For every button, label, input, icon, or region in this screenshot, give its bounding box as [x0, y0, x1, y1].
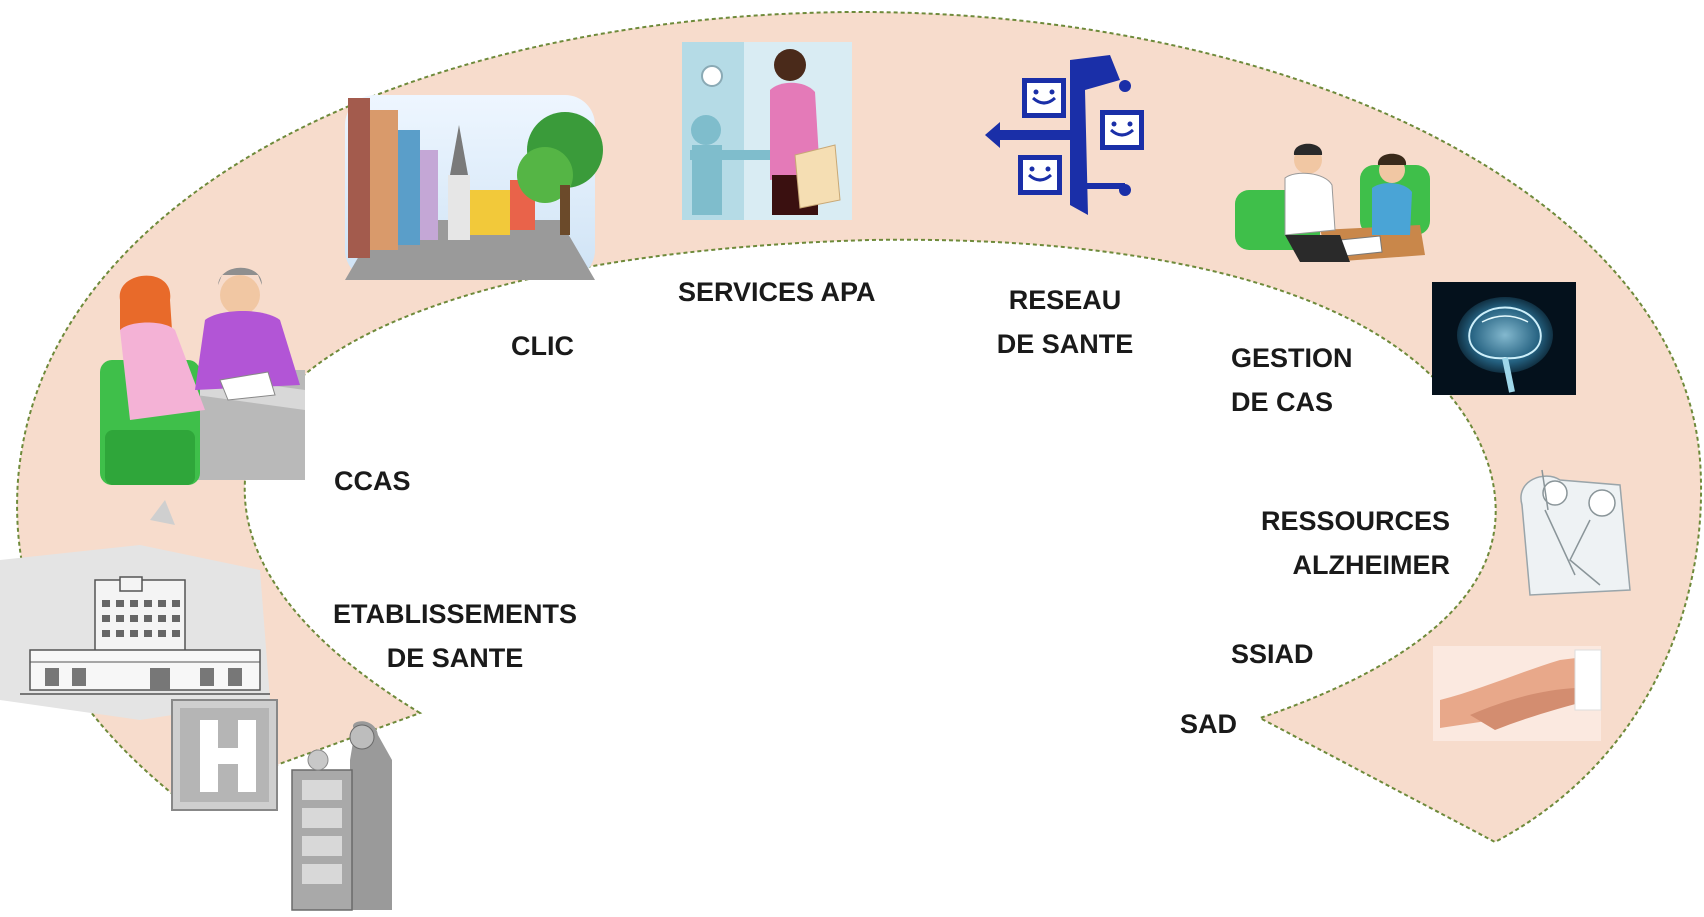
- label-clic-text: CLIC: [511, 331, 574, 361]
- label-etablissements-sante: ETABLISSEMENTS DE SANTE: [315, 592, 595, 680]
- label-gestion-cas-line2: DE CAS: [1231, 387, 1334, 417]
- consultation-icon: [100, 267, 305, 485]
- town-square-icon: [345, 95, 603, 280]
- label-etablissements-sante-line2: DE SANTE: [386, 643, 524, 673]
- network-icon: [985, 55, 1144, 215]
- label-ccas: CCAS: [334, 459, 411, 503]
- professional-woman-icon: [682, 42, 852, 220]
- label-gestion-cas-line1: GESTION: [1231, 343, 1353, 373]
- label-reseau-sante-line1: RESEAU: [1008, 285, 1122, 315]
- label-services-apa: SERVICES APA: [678, 270, 876, 314]
- label-gestion-cas: GESTION DE CAS: [1231, 336, 1353, 424]
- caregiver-sketch-icon: [1520, 469, 1631, 596]
- label-ressources-alzheimer-line2: ALZHEIMER: [1292, 550, 1451, 580]
- label-services-apa-text: SERVICES APA: [678, 277, 876, 307]
- label-etablissements-sante-line1: ETABLISSEMENTS: [332, 599, 577, 629]
- meeting-icon: [1235, 143, 1430, 262]
- label-sad: SAD: [1180, 702, 1237, 746]
- label-ssiad-text: SSIAD: [1231, 639, 1314, 669]
- holding-hands-icon: [1433, 646, 1602, 741]
- label-clic: CLIC: [511, 324, 574, 368]
- label-sad-text: SAD: [1180, 709, 1238, 739]
- hospital-icon: [0, 500, 392, 911]
- label-ccas-text: CCAS: [334, 466, 411, 496]
- label-ssiad: SSIAD: [1231, 632, 1314, 676]
- label-ressources-alzheimer-line1: RESSOURCES: [1260, 506, 1450, 536]
- brain-scan-icon: [1432, 282, 1576, 395]
- label-reseau-sante-line2: DE SANTE: [996, 329, 1134, 359]
- label-ressources-alzheimer: RESSOURCES ALZHEIMER: [1240, 499, 1450, 587]
- label-reseau-sante: RESEAU DE SANTE: [980, 278, 1150, 366]
